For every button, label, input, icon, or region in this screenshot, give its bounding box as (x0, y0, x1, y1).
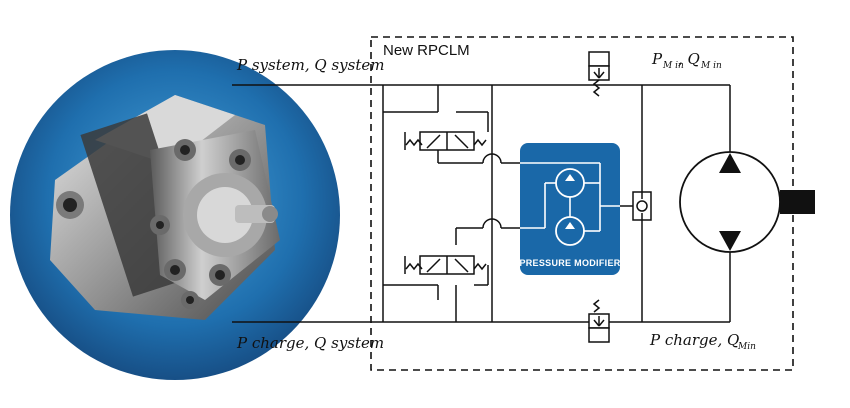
motor-photo (10, 50, 340, 380)
svg-text:, Q: , Q (678, 50, 700, 68)
label-p-charge-right: P charge, Q Min (649, 331, 756, 352)
svg-text:P charge, Q: P charge, Q (649, 331, 739, 349)
pressure-modifier-label: PRESSURE MODIFIER (519, 258, 620, 268)
upper-directional-valve (404, 131, 487, 151)
hydraulic-motor-symbol (679, 151, 815, 253)
svg-text:Min: Min (737, 342, 756, 352)
top-check-valve (588, 51, 610, 97)
box-title: New RPCLM (383, 42, 470, 59)
hydraulic-lines (232, 84, 731, 323)
shuttle-valve (632, 191, 652, 221)
bottom-check-valve (588, 299, 610, 343)
label-p-charge-left: P charge, Q system (236, 334, 384, 352)
lower-directional-valve (404, 255, 487, 275)
label-p-system: P system, Q system (236, 56, 384, 74)
svg-text:P: P (651, 50, 663, 68)
svg-text:M in: M in (700, 61, 722, 71)
svg-text:M in: M in (662, 61, 684, 71)
motor-shaft (780, 190, 815, 214)
label-motor-in: P M in , Q M in (651, 50, 722, 71)
pressure-modifier-block: PRESSURE MODIFIER (519, 143, 620, 275)
